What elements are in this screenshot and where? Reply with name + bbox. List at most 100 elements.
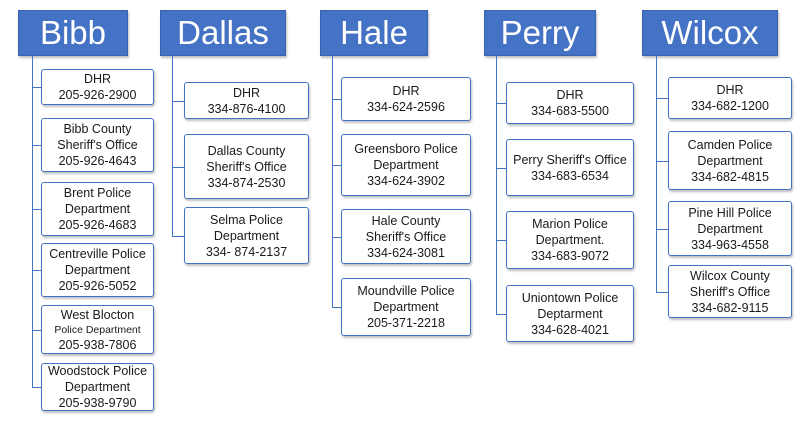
connector-line — [656, 291, 668, 293]
office-text-line: 334-624-3081 — [367, 245, 445, 260]
office-text-line: Department — [213, 228, 280, 243]
office-text-line: Moundville Police — [357, 284, 455, 298]
office-text-line: 334-874-2530 — [207, 175, 286, 190]
office-text-line: 334-683-9072 — [531, 249, 609, 263]
office-text-line: Department — [373, 300, 439, 314]
office-text-line: Perry Sheriff's Office — [513, 152, 627, 167]
county-header: Bibb — [18, 10, 128, 56]
office-text-line: 205-926-2900 — [58, 88, 137, 102]
connector-line — [172, 56, 173, 236]
office-text-line: 205-938-7806 — [58, 337, 137, 352]
connector-line — [332, 56, 333, 307]
connector-line — [496, 56, 497, 314]
office-text-line: West Blocton — [60, 307, 135, 322]
office-text-line: Department — [697, 153, 763, 168]
connector-line — [172, 166, 184, 168]
office-text-line: 205-926-4643 — [58, 154, 137, 168]
connector-line — [656, 98, 668, 99]
office-text-line: 205-926-5052 — [58, 279, 137, 293]
office-text-line: Hale County — [371, 213, 441, 228]
office-text-line: 334-682-1200 — [691, 99, 769, 113]
office-text-line: 205-926-4683 — [58, 218, 137, 232]
office-text-line: Sheriff's Office — [206, 159, 287, 174]
connector-line — [656, 56, 657, 292]
office-text-line: Department. — [535, 233, 605, 247]
office-text-line: Bibb County — [63, 122, 132, 136]
office-text-line: 334-624-2596 — [367, 100, 445, 114]
office-text-line: 334- 874-2137 — [205, 244, 288, 259]
connector-line — [172, 100, 184, 102]
office-text-line: 334-683-5500 — [531, 104, 609, 118]
connector-line — [172, 235, 184, 237]
office-text-line: Sheriff's Office — [365, 229, 447, 244]
office-box: DHR 334-683-5500 — [506, 82, 634, 124]
connector-line — [332, 236, 341, 238]
office-text-line: Uniontown Police — [521, 290, 619, 305]
connector-line — [32, 56, 33, 387]
office-box: DHR 334-682-1200 — [668, 77, 792, 119]
office-text-line: DHR — [232, 85, 261, 100]
connector-line — [32, 387, 41, 388]
office-text-line: Police Department — [54, 323, 141, 336]
office-text-line: Camden Police — [687, 137, 773, 152]
connector-line — [332, 99, 341, 100]
office-text-line: 205-371-2218 — [367, 316, 445, 330]
county-header: Perry — [484, 10, 596, 56]
office-text-line: 334-682-9115 — [691, 300, 769, 315]
office-text-line: DHR — [556, 88, 584, 102]
connector-line — [496, 240, 506, 241]
connector-line — [332, 165, 341, 166]
office-text-line: Department — [697, 221, 763, 236]
office-text-line: 334-682-4815 — [691, 169, 769, 184]
office-text-line: Sheriff's Office — [57, 138, 138, 152]
office-text-line: DHR — [392, 84, 420, 98]
office-text-line: Marion Police — [532, 217, 608, 231]
office-text-line: 334-628-4021 — [531, 322, 609, 337]
connector-line — [496, 167, 506, 169]
office-text-line: Department — [373, 158, 439, 172]
county-header: Wilcox — [642, 10, 778, 56]
connector-line — [32, 329, 41, 331]
office-text-line: Deptarment — [537, 306, 603, 321]
office-text-line: Pine Hill Police — [688, 205, 772, 220]
office-text-line: DHR — [716, 83, 744, 97]
connector-line — [32, 145, 41, 146]
office-text-line: 334-963-4558 — [691, 237, 769, 252]
connector-line — [656, 160, 668, 162]
office-text-line: Department — [64, 202, 131, 216]
office-text-line: 334-624-3902 — [367, 174, 445, 188]
connector-line — [32, 270, 41, 271]
connector-line — [32, 209, 41, 210]
county-header: Hale — [320, 10, 428, 56]
office-text-line: Sheriff's Office — [689, 284, 771, 299]
connector-line — [496, 103, 506, 104]
office-text-line: 205-938-9790 — [58, 396, 137, 410]
office-text-line: Dallas County — [207, 143, 286, 158]
connector-line — [32, 87, 41, 88]
connector-line — [332, 307, 341, 308]
office-text-line: 334-876-4100 — [207, 101, 286, 116]
